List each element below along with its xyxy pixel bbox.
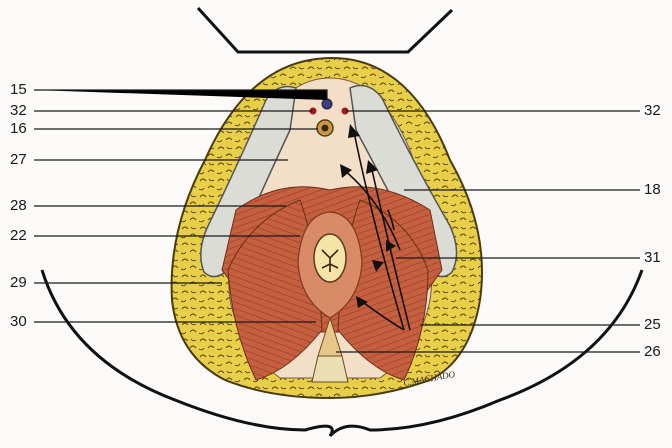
label-26: 26: [644, 344, 661, 360]
label-28: 28: [10, 198, 27, 214]
body-outline-top: [198, 8, 452, 52]
coccyx-tip: [312, 356, 348, 382]
label-27: 27: [10, 152, 27, 168]
label-32-left: 32: [10, 103, 27, 119]
label-29: 29: [10, 275, 27, 291]
label-30: 30: [10, 314, 27, 330]
label-25: 25: [644, 317, 661, 333]
label-22: 22: [10, 228, 27, 244]
label-16: 16: [10, 121, 27, 137]
label-15: 15: [10, 82, 27, 98]
dorsal-vein: [322, 99, 332, 109]
label-18: 18: [644, 182, 661, 198]
label-31: 31: [644, 250, 661, 266]
label-32-right: 32: [644, 103, 661, 119]
